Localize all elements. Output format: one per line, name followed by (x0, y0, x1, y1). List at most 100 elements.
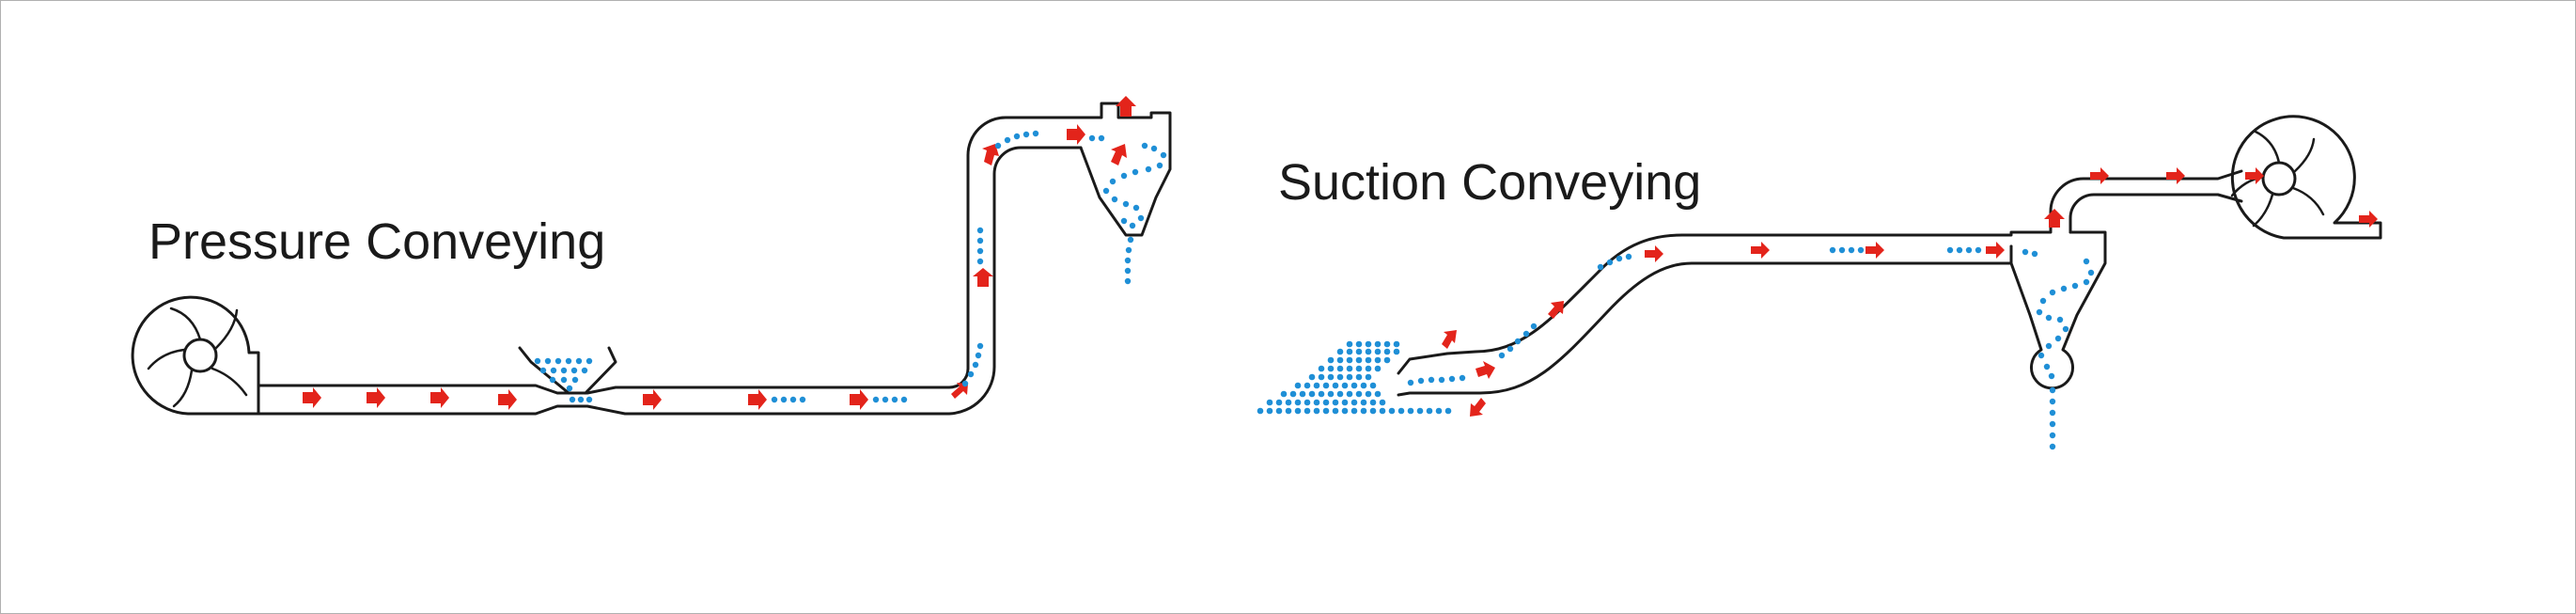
particle-dot (1122, 200, 1130, 208)
particle-dot (1004, 136, 1011, 144)
pressure-pipe-top (257, 116, 1083, 395)
particle-dot (1946, 246, 1954, 254)
particle-dot (577, 396, 585, 403)
particle-dot (2045, 314, 2053, 322)
particle-dot (1365, 365, 1372, 372)
particle-dot (1127, 236, 1134, 244)
flow-arrow-icon (2245, 167, 2264, 184)
particle-dot (1829, 246, 1836, 254)
particle-dot (1379, 399, 1386, 406)
particle-dot (1355, 348, 1363, 355)
particle-dot (1102, 187, 1110, 195)
particle-dot (1280, 390, 1288, 398)
particle-dot (1294, 407, 1302, 415)
particle-dot (1346, 390, 1353, 398)
particle-dot (799, 396, 806, 403)
flow-arrow-icon (1116, 96, 1136, 117)
flow-arrow-icon (951, 383, 968, 399)
particle-dot (1355, 373, 1363, 381)
particle-dot (1336, 390, 1344, 398)
particle-dot (585, 396, 593, 403)
particle-dot (2071, 282, 2079, 290)
suction-pipe-bottom (1397, 193, 2243, 397)
particle-dot (1129, 222, 1136, 229)
particle-dot (2043, 363, 2051, 370)
particle-dot (1109, 178, 1116, 185)
particle-dot (1013, 133, 1021, 140)
particle-dot (976, 258, 984, 265)
particle-dot (1322, 399, 1330, 406)
particle-dot (1838, 246, 1846, 254)
particle-dot (1507, 345, 1514, 353)
particle-dot (1393, 348, 1400, 355)
particle-dot (872, 396, 880, 403)
particle-dot (1350, 399, 1358, 406)
flow-arrow-icon (973, 268, 993, 287)
particle-dot (1289, 390, 1297, 398)
particle-dot (1308, 373, 1316, 381)
particle-dot (1388, 407, 1396, 415)
particle-dot (2049, 432, 2056, 439)
particle-dot (1365, 340, 1372, 348)
particle-dot (2049, 409, 2056, 417)
particle-dot (2083, 258, 2090, 265)
particle-dot (2045, 342, 2053, 350)
suction-blower-hub (2261, 161, 2297, 197)
particle-dot (1124, 277, 1132, 285)
particle-dot (1416, 407, 1424, 415)
particle-dot (1616, 255, 1623, 262)
flow-arrow-icon (498, 389, 517, 410)
particle-dot (1379, 407, 1386, 415)
particle-dot (1257, 407, 1264, 415)
particle-dot (789, 396, 797, 403)
particle-dot (571, 376, 579, 384)
particle-dot (1530, 323, 1538, 330)
pressure-cyclone (1079, 102, 1172, 237)
particle-dot (554, 357, 562, 365)
particle-dot (1346, 348, 1353, 355)
particle-dot (1322, 407, 1330, 415)
suction-conveying-title: Suction Conveying (1278, 154, 1701, 211)
particle-dot (1360, 407, 1367, 415)
flow-arrow-icon (2166, 167, 2185, 184)
material-pile (1257, 340, 1452, 415)
particle-dot (1346, 340, 1353, 348)
particle-dot (569, 396, 576, 403)
particle-dot (1407, 407, 1414, 415)
particle-dot (566, 385, 573, 392)
particle-dot (1327, 373, 1335, 381)
particle-dot (1327, 390, 1335, 398)
particle-dot (1355, 356, 1363, 364)
particle-dot (1444, 407, 1452, 415)
particle-dot (976, 342, 984, 350)
particle-dot (1088, 134, 1096, 142)
particle-dot (1956, 246, 1963, 254)
particle-dot (1355, 365, 1363, 372)
pressure-system (131, 96, 1172, 416)
pressure-blower (131, 295, 260, 416)
particle-dot (2031, 250, 2038, 258)
particle-dot (1369, 407, 1377, 415)
particle-dot (1438, 376, 1445, 384)
particle-dot (1327, 356, 1335, 364)
flow-arrow-icon (1111, 144, 1127, 165)
particle-dot (1111, 196, 1118, 203)
particle-dot (1597, 263, 1604, 271)
flow-arrow-icon (748, 389, 767, 410)
particle-dot (2036, 308, 2043, 316)
particle-dot (1374, 390, 1382, 398)
particle-dot (976, 227, 984, 234)
particle-dot (1275, 407, 1283, 415)
particle-dot (1428, 376, 1435, 384)
particle-dot (2048, 372, 2055, 380)
particle-dot (1145, 165, 1152, 173)
particle-dot (534, 357, 541, 365)
particle-dot (2049, 386, 2056, 394)
particle-dot (2087, 269, 2095, 276)
flow-arrow-icon (2044, 209, 2065, 228)
particle-dot (1308, 390, 1316, 398)
particle-dot (2037, 352, 2045, 359)
particle-dot (976, 237, 984, 244)
particle-dot (1383, 340, 1391, 348)
particle-dot (994, 142, 1002, 150)
